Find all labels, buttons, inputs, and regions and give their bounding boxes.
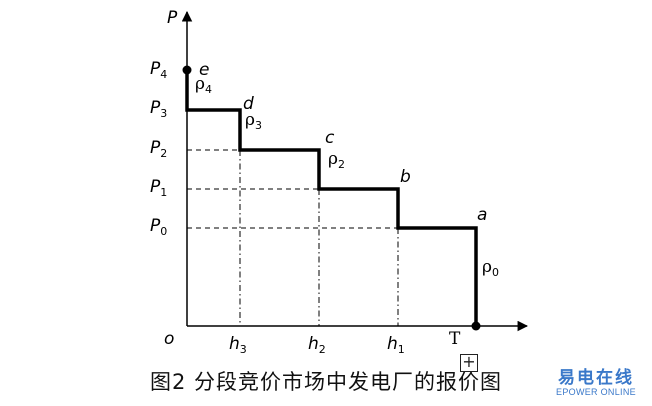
x-label-h2: h2 (308, 334, 326, 356)
rho-2-label: ρ2 (328, 149, 345, 171)
y-label-p1: P1 (150, 177, 167, 199)
rho-4-label: ρ4 (195, 74, 212, 96)
point-a-dot (471, 321, 481, 331)
y-label-p3: P3 (150, 98, 167, 120)
watermark-logo: 易电在线 EPOWER ONLINE (546, 369, 646, 397)
watermark-title: 易电在线 (558, 368, 634, 388)
figure-caption: 图2 分段竞价市场中发电厂的报价图 (149, 370, 503, 394)
y-label-p4: P4 (150, 59, 167, 81)
bid-step-curve (185, 70, 478, 326)
y-label-p2: P2 (150, 138, 167, 160)
point-a-label: a (477, 205, 487, 225)
y-label-p0: P0 (150, 216, 167, 238)
x-label-h1: h1 (387, 334, 405, 356)
point-e-label: e (199, 60, 209, 80)
expand-plus-icon[interactable]: + (460, 354, 478, 372)
rho-0-label: ρ0 (482, 257, 499, 279)
y-axis-label: P (167, 8, 178, 28)
rho-3-label: ρ3 (245, 110, 262, 132)
x-label-h3: h3 (229, 334, 247, 356)
point-c-label: c (325, 128, 335, 148)
watermark-subtitle: EPOWER ONLINE (556, 387, 636, 397)
x-end-label: T (449, 329, 461, 349)
point-e-dot (182, 65, 192, 75)
point-d-label: d (243, 94, 254, 114)
point-b-label: b (400, 167, 411, 187)
origin-label: o (164, 329, 174, 349)
